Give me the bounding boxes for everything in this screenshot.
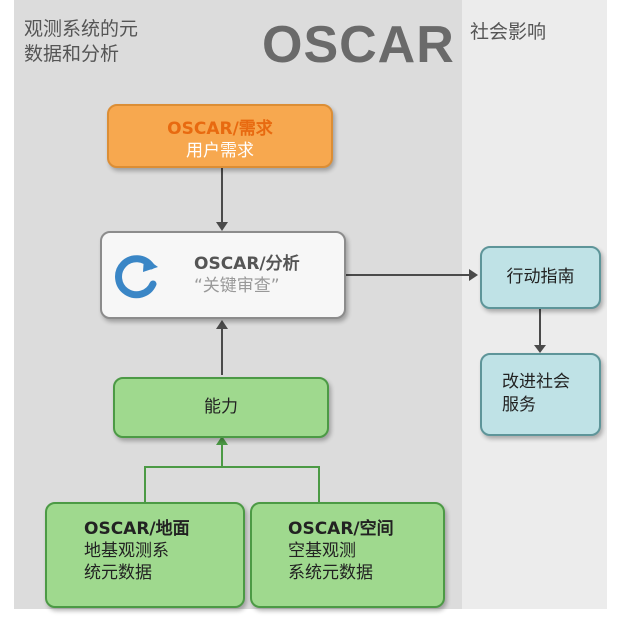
capability-box: 能力	[113, 377, 329, 438]
header-subtitle-line1: 观测系统的元	[24, 18, 139, 40]
societal-impact-label: 社会影响	[470, 21, 547, 43]
improved-services-line2: 服务	[502, 395, 536, 415]
space-line3: 系统元数据	[288, 563, 373, 583]
analysis-box: OSCAR/分析 “关键审查”	[100, 231, 346, 319]
arrow-sources-to-capability	[144, 466, 320, 502]
requirements-subtitle: 用户需求	[186, 141, 254, 161]
analysis-title: OSCAR/分析	[194, 254, 300, 274]
surface-box: OSCAR/地面 地基观测系 统元数据	[45, 502, 245, 608]
action-guidance-box: 行动指南	[480, 246, 601, 309]
requirements-box: OSCAR/需求 用户需求	[107, 104, 333, 168]
surface-title: OSCAR/地面	[84, 519, 190, 539]
improved-services-box: 改进社会 服务	[480, 353, 601, 436]
space-line2: 空基观测	[288, 541, 356, 561]
surface-line2: 地基观测系	[84, 541, 169, 561]
header-subtitle-line2: 数据和分析	[24, 43, 120, 65]
header-subtitle: 观测系统的元 数据和分析	[24, 17, 138, 67]
action-guidance-label: 行动指南	[506, 267, 575, 287]
requirements-title: OSCAR/需求	[167, 119, 273, 139]
oscar-title: OSCAR	[262, 16, 455, 74]
capability-label: 能力	[204, 397, 238, 417]
surface-line3: 统元数据	[84, 563, 152, 583]
refresh-cycle-icon	[115, 255, 158, 299]
analysis-subtitle: “关键审查”	[194, 276, 280, 296]
improved-services-line1: 改进社会	[502, 372, 570, 392]
space-box: OSCAR/空间 空基观测 系统元数据	[250, 502, 445, 608]
space-title: OSCAR/空间	[288, 519, 394, 539]
